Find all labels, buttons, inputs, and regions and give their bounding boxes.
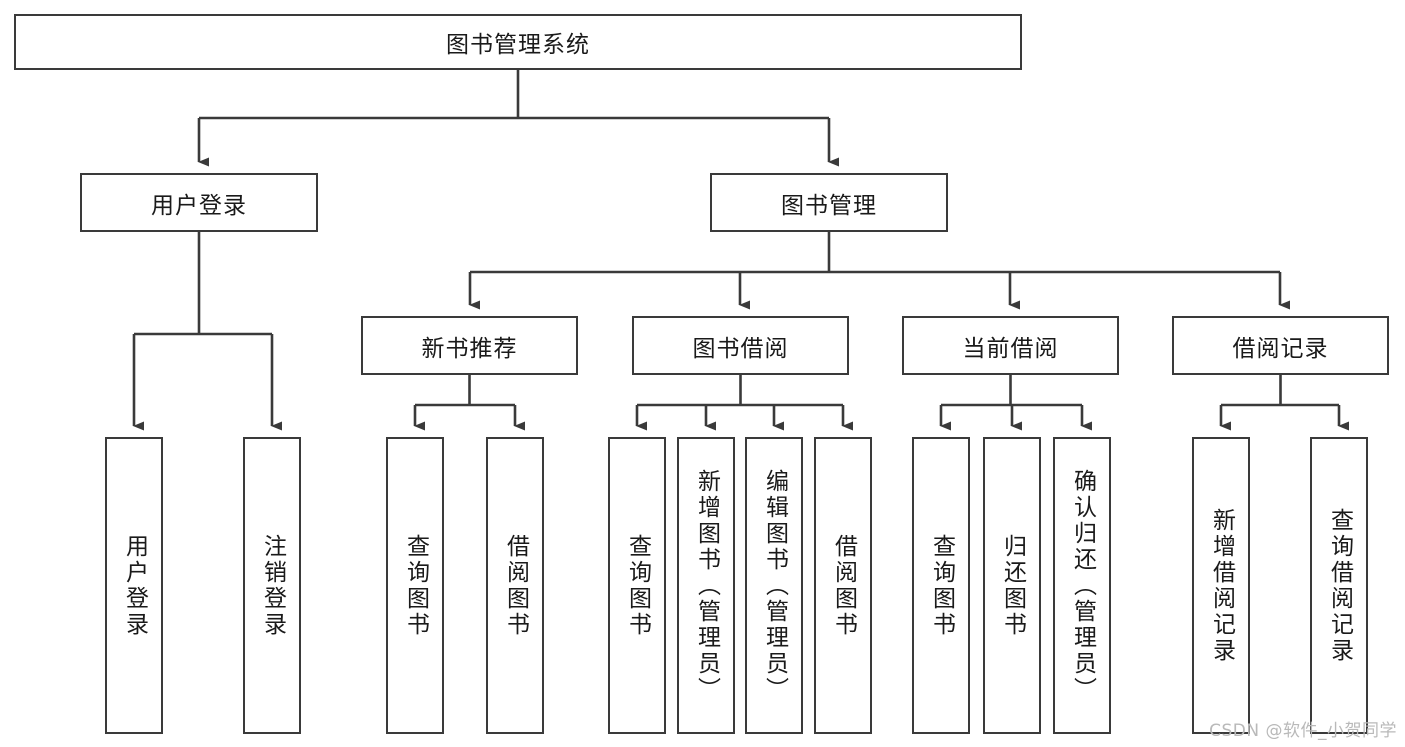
node-label: 借阅图书 <box>830 533 857 638</box>
node-leaf-query-book-recommend[interactable]: 查询图书 <box>386 437 444 734</box>
node-book-borrow[interactable]: 图书借阅 <box>632 316 849 375</box>
node-user-login[interactable]: 用户登录 <box>80 173 318 232</box>
node-leaf-logout[interactable]: 注销登录 <box>243 437 301 734</box>
node-leaf-query-book-borrow[interactable]: 查询图书 <box>608 437 666 734</box>
csdn-watermark: CSDN @软件_小贺同学 <box>1209 721 1397 741</box>
node-label: 注销登录 <box>259 533 286 638</box>
node-leaf-query-book-current[interactable]: 查询图书 <box>912 437 970 734</box>
node-label: 查询图书 <box>928 533 955 638</box>
node-label: 编辑图书（管理员） <box>761 468 788 703</box>
node-label: 新增借阅记录 <box>1208 507 1235 664</box>
node-label: 确认归还（管理员） <box>1069 468 1096 703</box>
node-leaf-user-login[interactable]: 用户登录 <box>105 437 163 734</box>
node-label: 图书借阅 <box>692 335 789 362</box>
node-leaf-borrow-book-recommend[interactable]: 借阅图书 <box>486 437 544 734</box>
node-label: 用户登录 <box>151 192 247 219</box>
node-borrow-record[interactable]: 借阅记录 <box>1172 316 1389 375</box>
node-label: 图书管理 <box>781 192 877 219</box>
node-label: 新增图书（管理员） <box>693 468 720 703</box>
node-label: 查询图书 <box>624 533 651 638</box>
node-label: 借阅记录 <box>1232 335 1329 362</box>
node-leaf-return-book[interactable]: 归还图书 <box>983 437 1041 734</box>
node-label: 归还图书 <box>999 533 1026 638</box>
node-new-book-recommend[interactable]: 新书推荐 <box>361 316 578 375</box>
node-label: 查询借阅记录 <box>1326 507 1353 664</box>
node-leaf-borrow-book[interactable]: 借阅图书 <box>814 437 872 734</box>
node-current-borrow[interactable]: 当前借阅 <box>902 316 1119 375</box>
node-label: 新书推荐 <box>421 335 518 362</box>
node-label: 用户登录 <box>121 533 148 638</box>
node-leaf-confirm-return-admin[interactable]: 确认归还（管理员） <box>1053 437 1111 734</box>
node-label: 图书管理系统 <box>446 32 590 58</box>
node-leaf-edit-book-admin[interactable]: 编辑图书（管理员） <box>745 437 803 734</box>
node-leaf-query-borrow-record[interactable]: 查询借阅记录 <box>1310 437 1368 734</box>
node-book-management[interactable]: 图书管理 <box>710 173 948 232</box>
node-label: 借阅图书 <box>502 533 529 638</box>
node-label: 当前借阅 <box>962 335 1059 362</box>
node-leaf-add-book-admin[interactable]: 新增图书（管理员） <box>677 437 735 734</box>
node-root-book-management-system[interactable]: 图书管理系统 <box>14 14 1022 70</box>
node-label: 查询图书 <box>402 533 429 638</box>
node-leaf-add-borrow-record[interactable]: 新增借阅记录 <box>1192 437 1250 734</box>
